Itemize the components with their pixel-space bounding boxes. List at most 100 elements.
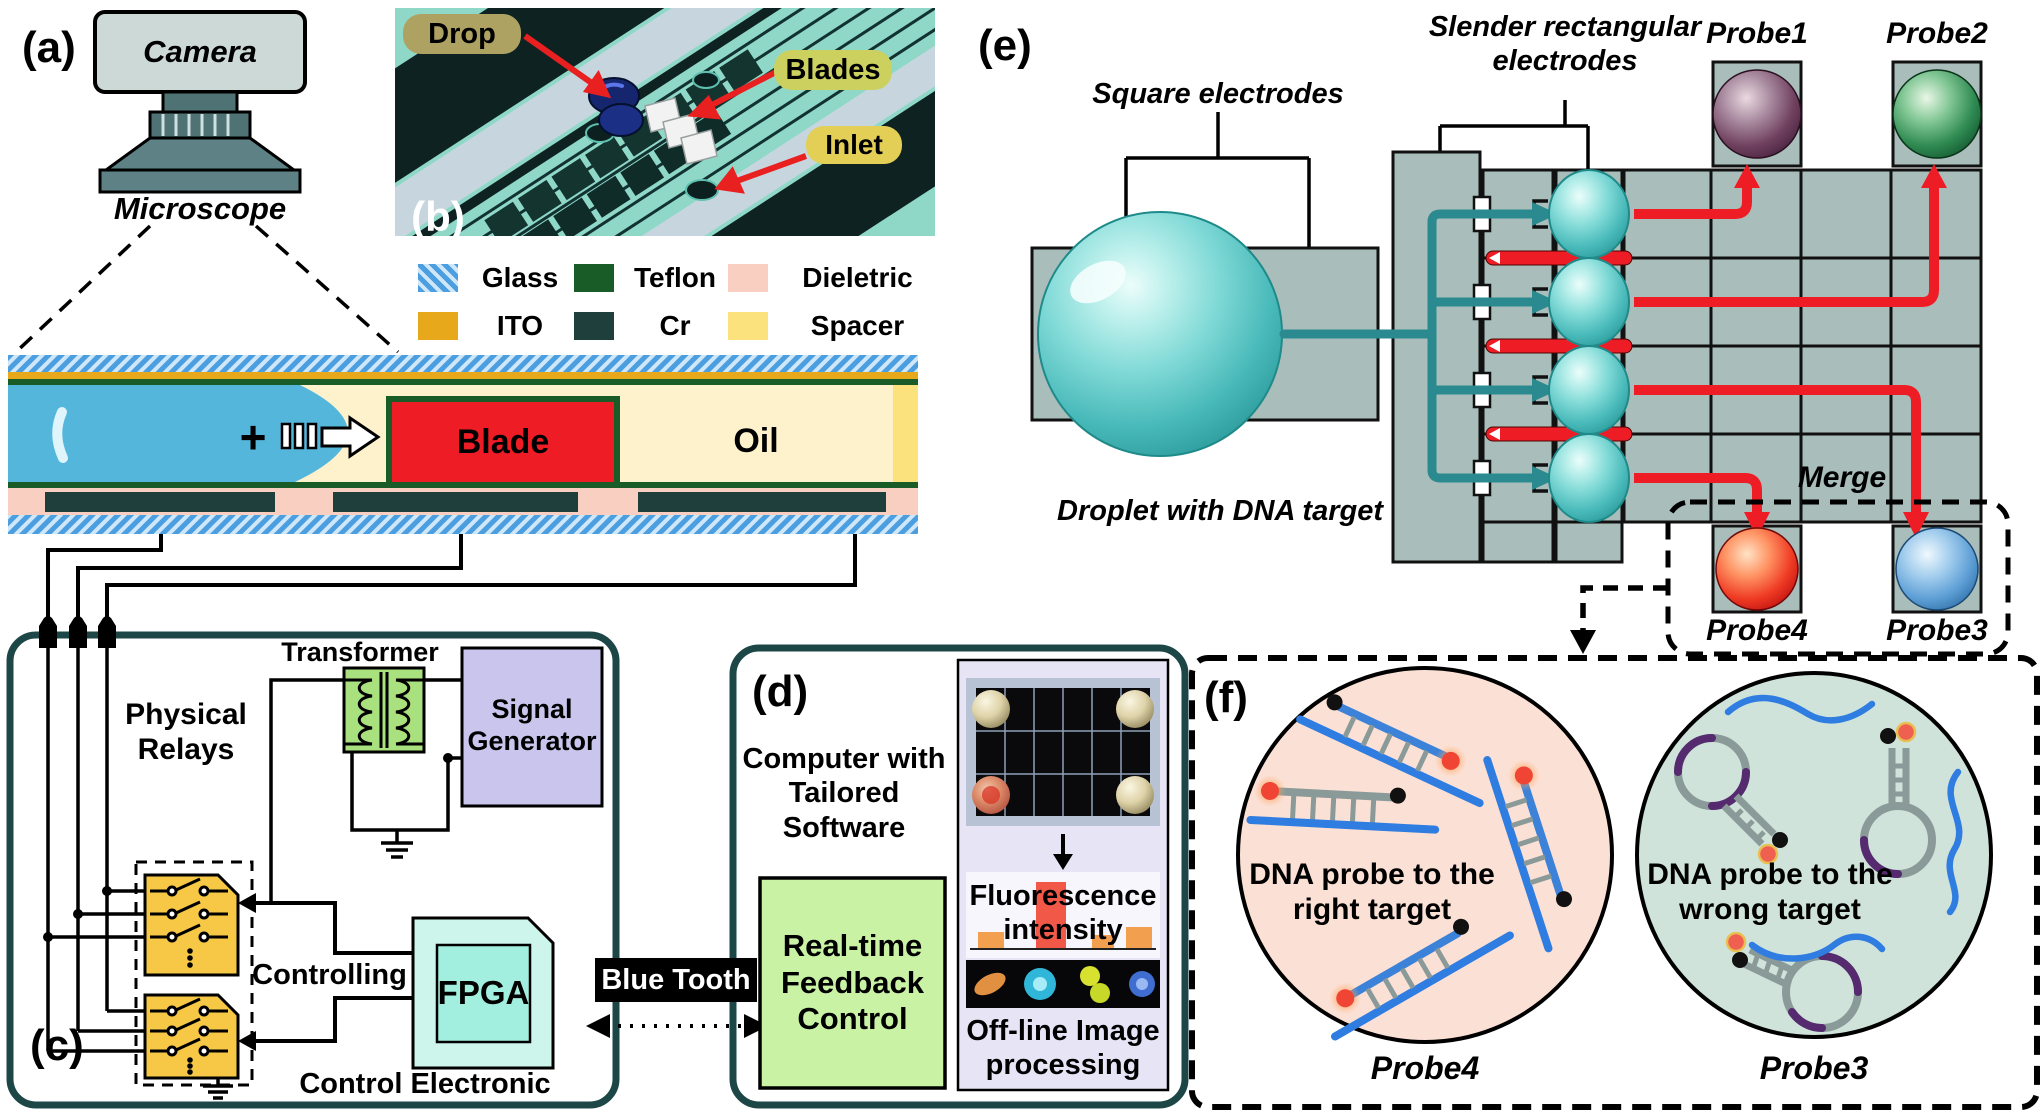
legend-label: Glass — [481, 262, 559, 293]
panel-f-tag: (f) — [1204, 673, 1248, 723]
panel-a-tag: (a) — [22, 23, 76, 73]
realtime-label: Real-time Feedback Control — [780, 928, 924, 1037]
relay-box-2 — [143, 993, 240, 1080]
photo-droplet — [1116, 776, 1154, 814]
droplet-array-photo — [966, 678, 1160, 826]
transformer-box — [342, 666, 426, 754]
inlet-hole-bottom — [685, 179, 719, 201]
glass-top-layer — [8, 355, 918, 372]
hairpin-probe — [1860, 721, 1936, 878]
legend-swatch — [418, 312, 458, 340]
controlling-arrow-up — [238, 893, 256, 913]
bluetooth-label: Blue Tooth — [601, 963, 751, 996]
voltage-arrow — [280, 415, 381, 459]
probe2-label: Probe2 — [1886, 17, 1988, 51]
panel-d-tag: (d) — [752, 667, 809, 717]
signal-generator-box — [460, 646, 604, 808]
legend-swatch — [574, 264, 614, 292]
probe2-sphere — [1892, 69, 1982, 159]
relay-box-1 — [143, 873, 240, 977]
electrode-grid-lines — [1624, 170, 1981, 522]
dna-duplex — [1296, 694, 1484, 808]
offline-label: Off-line Image processing — [966, 1014, 1160, 1081]
fluorescence-bar — [1036, 882, 1066, 948]
probe1-sphere — [1712, 69, 1802, 159]
teflon-bottom-layer — [8, 482, 918, 488]
merge-label: Merge — [1797, 461, 1887, 495]
dispensed-droplets — [1548, 169, 1630, 523]
slender-electrode-column — [1481, 168, 1555, 564]
camera-label: Camera — [143, 33, 257, 69]
camera-mount — [161, 90, 239, 114]
teflon-top-layer — [8, 379, 918, 385]
fluorescence-chart — [966, 872, 1160, 958]
chart-baseline — [970, 948, 1156, 950]
merge-dashed-box — [1665, 499, 2011, 657]
fluorescence-bar — [1092, 935, 1114, 948]
realtime-box — [758, 876, 947, 1090]
panel-b-tag: (b) — [411, 193, 465, 241]
ito-layer — [8, 372, 918, 379]
device-cross-section — [8, 355, 918, 534]
fluorescence-bar — [978, 932, 1004, 948]
oil-label: Oil — [733, 421, 779, 460]
legend-swatch — [418, 264, 458, 292]
legend-item: Dieletric — [728, 262, 933, 294]
probe3-sphere — [1895, 527, 1979, 611]
probe4-label-e: Probe4 — [1706, 614, 1808, 648]
relay-input-wires — [46, 648, 145, 1053]
hybridization-detail — [1236, 666, 1993, 1044]
probe3-label-e: Probe3 — [1886, 614, 1988, 648]
process-arrow — [1053, 834, 1073, 870]
fluorescence-label: Fluorescence intensity — [969, 879, 1157, 946]
legend-item: Cr — [574, 310, 722, 342]
legend-label: Spacer — [810, 310, 905, 341]
legend-item: Glass — [418, 262, 568, 294]
camera-assembly — [14, 10, 400, 354]
controlling-arrow-down — [238, 1031, 256, 1051]
bluetooth-badge — [595, 958, 757, 1002]
inlet-callout: Inlet — [806, 126, 902, 164]
panel-e-tag: (e) — [978, 21, 1032, 71]
legend-item: Teflon — [574, 262, 722, 294]
legend-label: Dieletric — [802, 262, 913, 293]
routing-arrowheads — [1734, 164, 1947, 538]
probe4-label-f: Probe4 — [1370, 1050, 1480, 1087]
dna-duplex — [1329, 918, 1514, 1041]
controlling-label: Controlling — [252, 958, 407, 991]
ground-symbol-relay — [203, 1078, 233, 1100]
legend-swatch — [728, 312, 768, 340]
blades-3d — [644, 97, 718, 165]
drop-callout: Drop — [403, 14, 521, 54]
electrode-array-schematic — [1030, 60, 2011, 657]
blades-callout: Blades — [774, 50, 892, 90]
transformer-symbol — [344, 672, 424, 748]
inlet-hole-top — [692, 71, 720, 89]
hairpin-probe — [1674, 734, 1788, 865]
relay-switches — [150, 877, 228, 1057]
callout-arrows-b — [523, 33, 808, 194]
blade-electrode — [392, 402, 614, 482]
control-electronic-label: Control Electronic — [299, 1067, 551, 1100]
photo-droplet — [1116, 690, 1154, 728]
wire-plugs — [39, 615, 116, 648]
panel-c-tag: (c) — [30, 1021, 84, 1071]
legend-item: ITO — [418, 310, 568, 342]
transformer-label: Transformer — [281, 637, 439, 668]
legend-swatch — [728, 264, 768, 292]
plus-symbol: + — [239, 410, 267, 463]
ground-symbol-transformer — [381, 841, 413, 859]
square-electrodes-label: Square electrodes — [1092, 77, 1344, 110]
legend-label: Cr — [659, 310, 691, 341]
control-electronics — [43, 646, 604, 1100]
wrong-target-label: DNA probe to the wrong target — [1647, 857, 1893, 926]
cr-electrodes — [45, 492, 886, 512]
dna-duplex — [1483, 756, 1573, 953]
dna-target-droplet — [1037, 211, 1283, 457]
dispense-lines — [1279, 209, 1537, 483]
microscope-label: Microscope — [113, 190, 287, 226]
glass-bottom-layer — [8, 515, 918, 534]
right-target-label: DNA probe to the right target — [1249, 857, 1495, 926]
